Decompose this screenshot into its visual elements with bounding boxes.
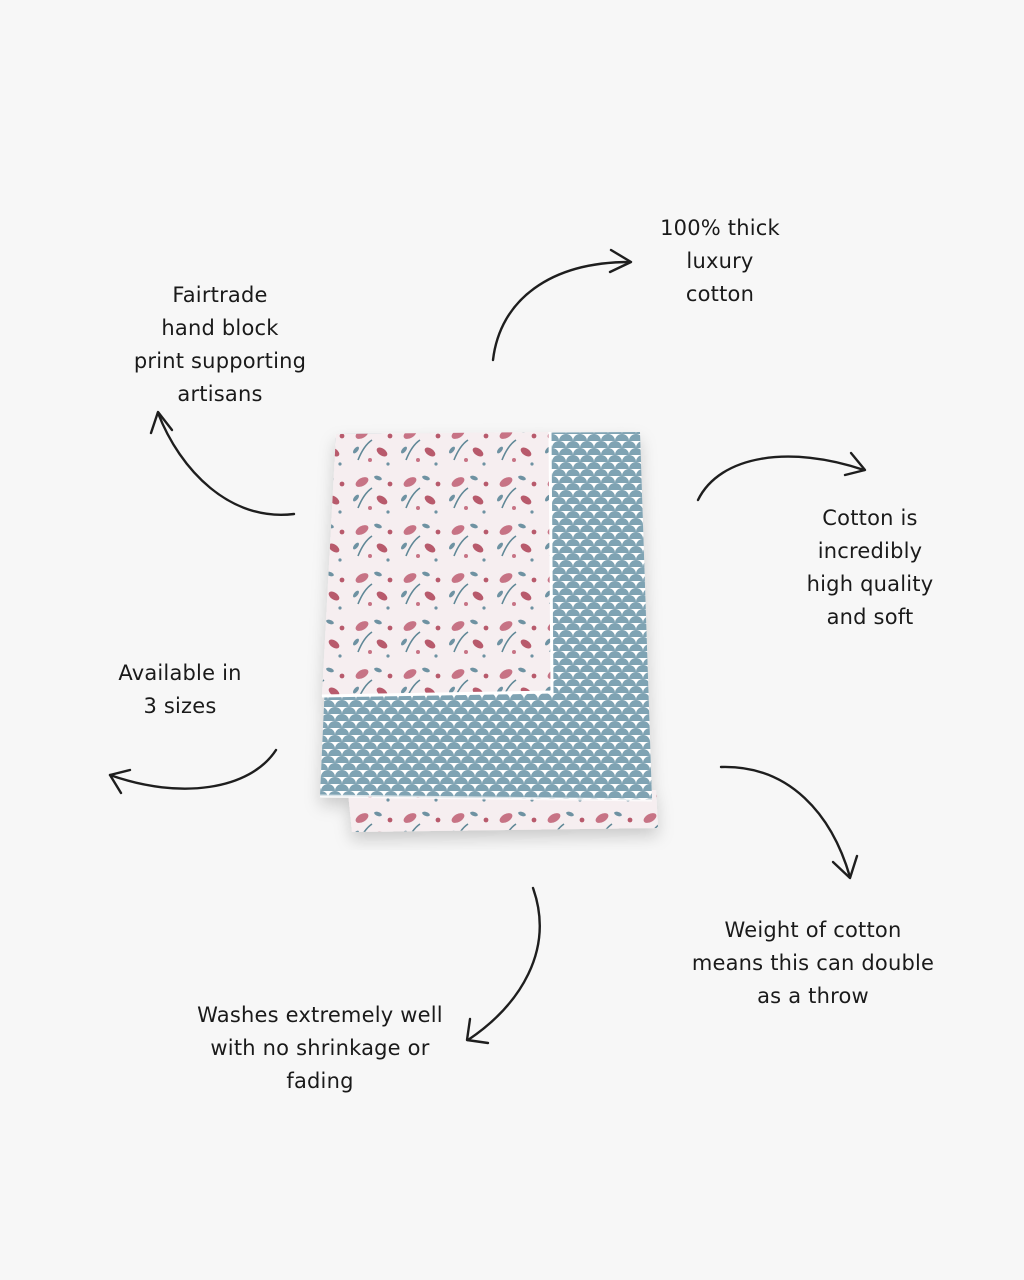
arrow-to-sizes-icon — [108, 748, 278, 795]
arrow-to-quality-icon — [696, 451, 867, 502]
arrow-to-washes-icon — [465, 886, 541, 1045]
callout-quality: Cotton is incredibly high quality and so… — [806, 506, 934, 629]
callout-cotton: 100% thick luxury cotton — [660, 216, 780, 306]
callout-sizes: Available in 3 sizes — [118, 661, 242, 718]
folded-tablecloth-image — [319, 431, 658, 832]
callout-fairtrade: Fairtrade hand block print supporting ar… — [133, 283, 307, 406]
arrow-to-weight-icon — [719, 765, 859, 880]
callout-weight: Weight of cotton means this can double a… — [691, 918, 935, 1008]
callout-washes: Washes extremely well with no shrinkage … — [197, 1003, 443, 1093]
arrow-to-fairtrade-icon — [149, 410, 296, 517]
